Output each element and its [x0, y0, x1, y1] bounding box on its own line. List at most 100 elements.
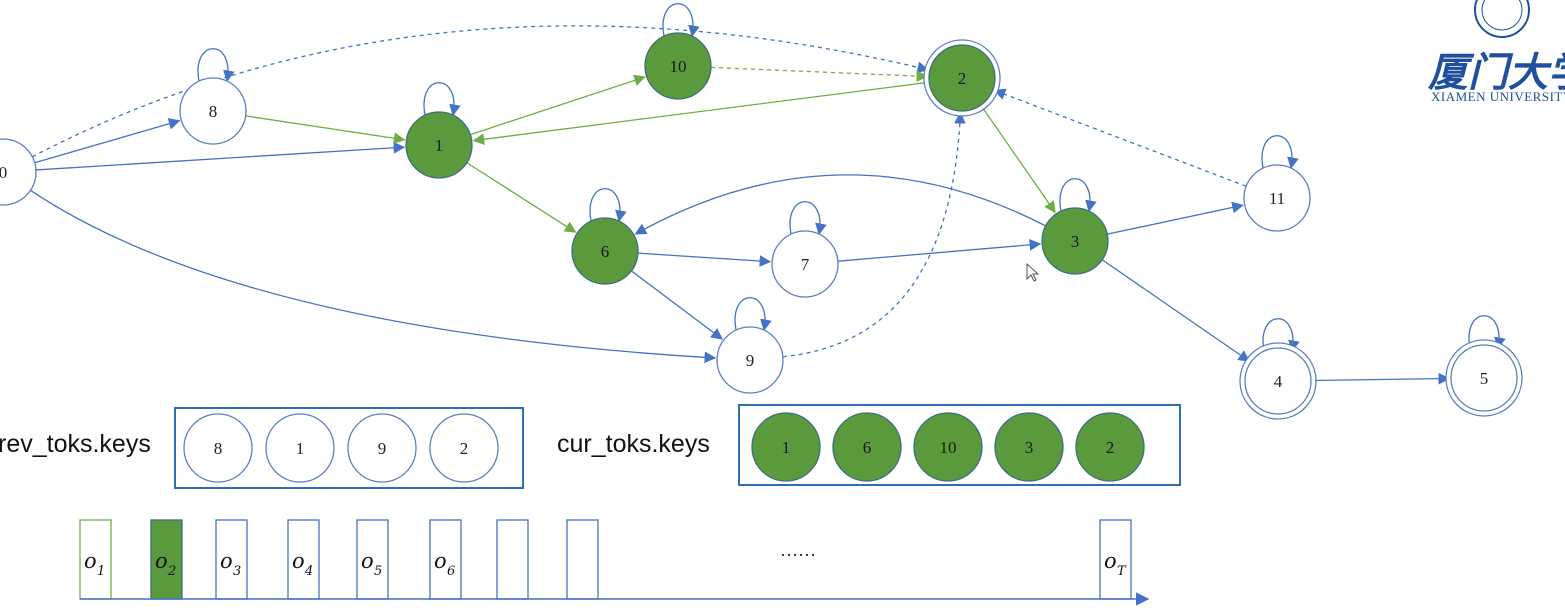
logo-chinese-name: 厦门大学	[1427, 49, 1565, 96]
state-label: 11	[1269, 189, 1285, 208]
transition-9-to-2	[782, 111, 966, 358]
university-logo: 厦门大学 XIAMEN UNIVERSITY	[1427, 0, 1565, 104]
frame-subscript: 4	[304, 564, 313, 579]
transition-7-to-3	[837, 239, 1042, 262]
token-label: 10	[940, 438, 957, 457]
frame-symbol: o	[292, 549, 305, 573]
mouse-cursor-icon	[1026, 262, 1040, 282]
transition-3-to-4	[1101, 259, 1251, 362]
state-circle	[1244, 347, 1312, 415]
transition-0-to-2	[31, 25, 930, 158]
token-label: 1	[782, 438, 791, 457]
frame-box	[496, 519, 529, 600]
token-circle	[751, 412, 821, 482]
token-label: 9	[378, 439, 387, 458]
state-circle	[1450, 344, 1518, 412]
cur-toks-key-6: 6	[832, 412, 902, 482]
state-circle	[179, 77, 247, 145]
self-loop-4	[1262, 318, 1300, 353]
state-circle	[771, 230, 839, 298]
state-node-6: 6	[571, 217, 639, 285]
state-label: 4	[1274, 372, 1283, 391]
self-loop-1	[423, 82, 461, 117]
state-node-11: 11	[1243, 164, 1311, 232]
state-circle	[716, 326, 784, 394]
frame-symbol: o	[1104, 549, 1117, 573]
transition-2-to-1	[472, 81, 930, 146]
transition-1-to-10	[470, 74, 646, 136]
frame-symbol: o	[361, 549, 374, 573]
state-circle	[1041, 207, 1109, 275]
state-label: 5	[1480, 369, 1489, 388]
state-node-4: 4	[1239, 342, 1317, 420]
frame-subscript: 6	[447, 564, 455, 579]
frame-box	[215, 519, 248, 600]
frame-box	[150, 519, 183, 600]
cur-toks-panel: cur_toks.keys 1 6 10 3 2	[557, 404, 1181, 486]
transition-8-to-1	[245, 115, 406, 145]
transition-10-to-2	[710, 66, 929, 82]
frame-symbol: o	[220, 549, 233, 573]
frame-box	[79, 519, 112, 600]
transition-11-to-2	[993, 88, 1247, 187]
frame-subscript: 5	[374, 564, 382, 579]
transition-3-to-11	[1107, 201, 1244, 235]
token-circle	[429, 413, 499, 483]
state-node-3: 3	[1041, 207, 1109, 275]
state-label: 8	[209, 102, 218, 121]
state-label: 0	[0, 163, 7, 182]
token-circle	[1075, 412, 1145, 482]
prev-toks-label: rev_toks.keys	[0, 430, 151, 458]
token-circle	[183, 413, 253, 483]
frame-box	[287, 519, 320, 600]
self-loop-11	[1261, 135, 1299, 170]
frame-symbol: o	[155, 549, 168, 573]
state-circle	[644, 32, 712, 100]
ellipsis: ……	[780, 540, 816, 560]
state-node-2: 2	[923, 39, 1001, 117]
transition-6-to-9	[630, 270, 723, 340]
token-circle	[913, 412, 983, 482]
token-label: 6	[863, 438, 872, 457]
transition-6-to-7	[637, 252, 772, 267]
transition-4-to-5	[1310, 372, 1451, 385]
self-loop-8	[197, 48, 235, 83]
self-loop-6	[589, 188, 627, 223]
frame-subscript: 1	[97, 564, 105, 579]
state-node-7: 7	[771, 230, 839, 298]
token-circle	[265, 413, 335, 483]
cur-toks-key-3: 3	[994, 412, 1064, 482]
cur-toks-label: cur_toks.keys	[557, 430, 710, 458]
transition-1-to-6	[466, 162, 577, 233]
self-loop-10	[662, 3, 700, 38]
state-label: 10	[670, 57, 687, 76]
transition-2-to-3	[980, 104, 1056, 214]
state-node-5: 5	[1445, 339, 1523, 417]
state-label: 9	[746, 351, 755, 370]
state-circle	[0, 138, 37, 206]
cur-toks-key-2: 2	[1075, 412, 1145, 482]
token-label: 1	[296, 439, 305, 458]
prev-toks-key-9: 9	[347, 413, 417, 483]
frame-box	[356, 519, 389, 600]
cur-toks-key-10: 10	[913, 412, 983, 482]
prev-toks-key-2: 2	[429, 413, 499, 483]
state-label: 1	[435, 136, 444, 155]
frame-box	[566, 519, 599, 600]
state-node-1: 1	[405, 111, 473, 179]
token-label: 3	[1025, 438, 1034, 457]
transition-0-to-9	[30, 189, 717, 364]
transition-0-to-1	[35, 141, 406, 171]
state-circle	[571, 217, 639, 285]
